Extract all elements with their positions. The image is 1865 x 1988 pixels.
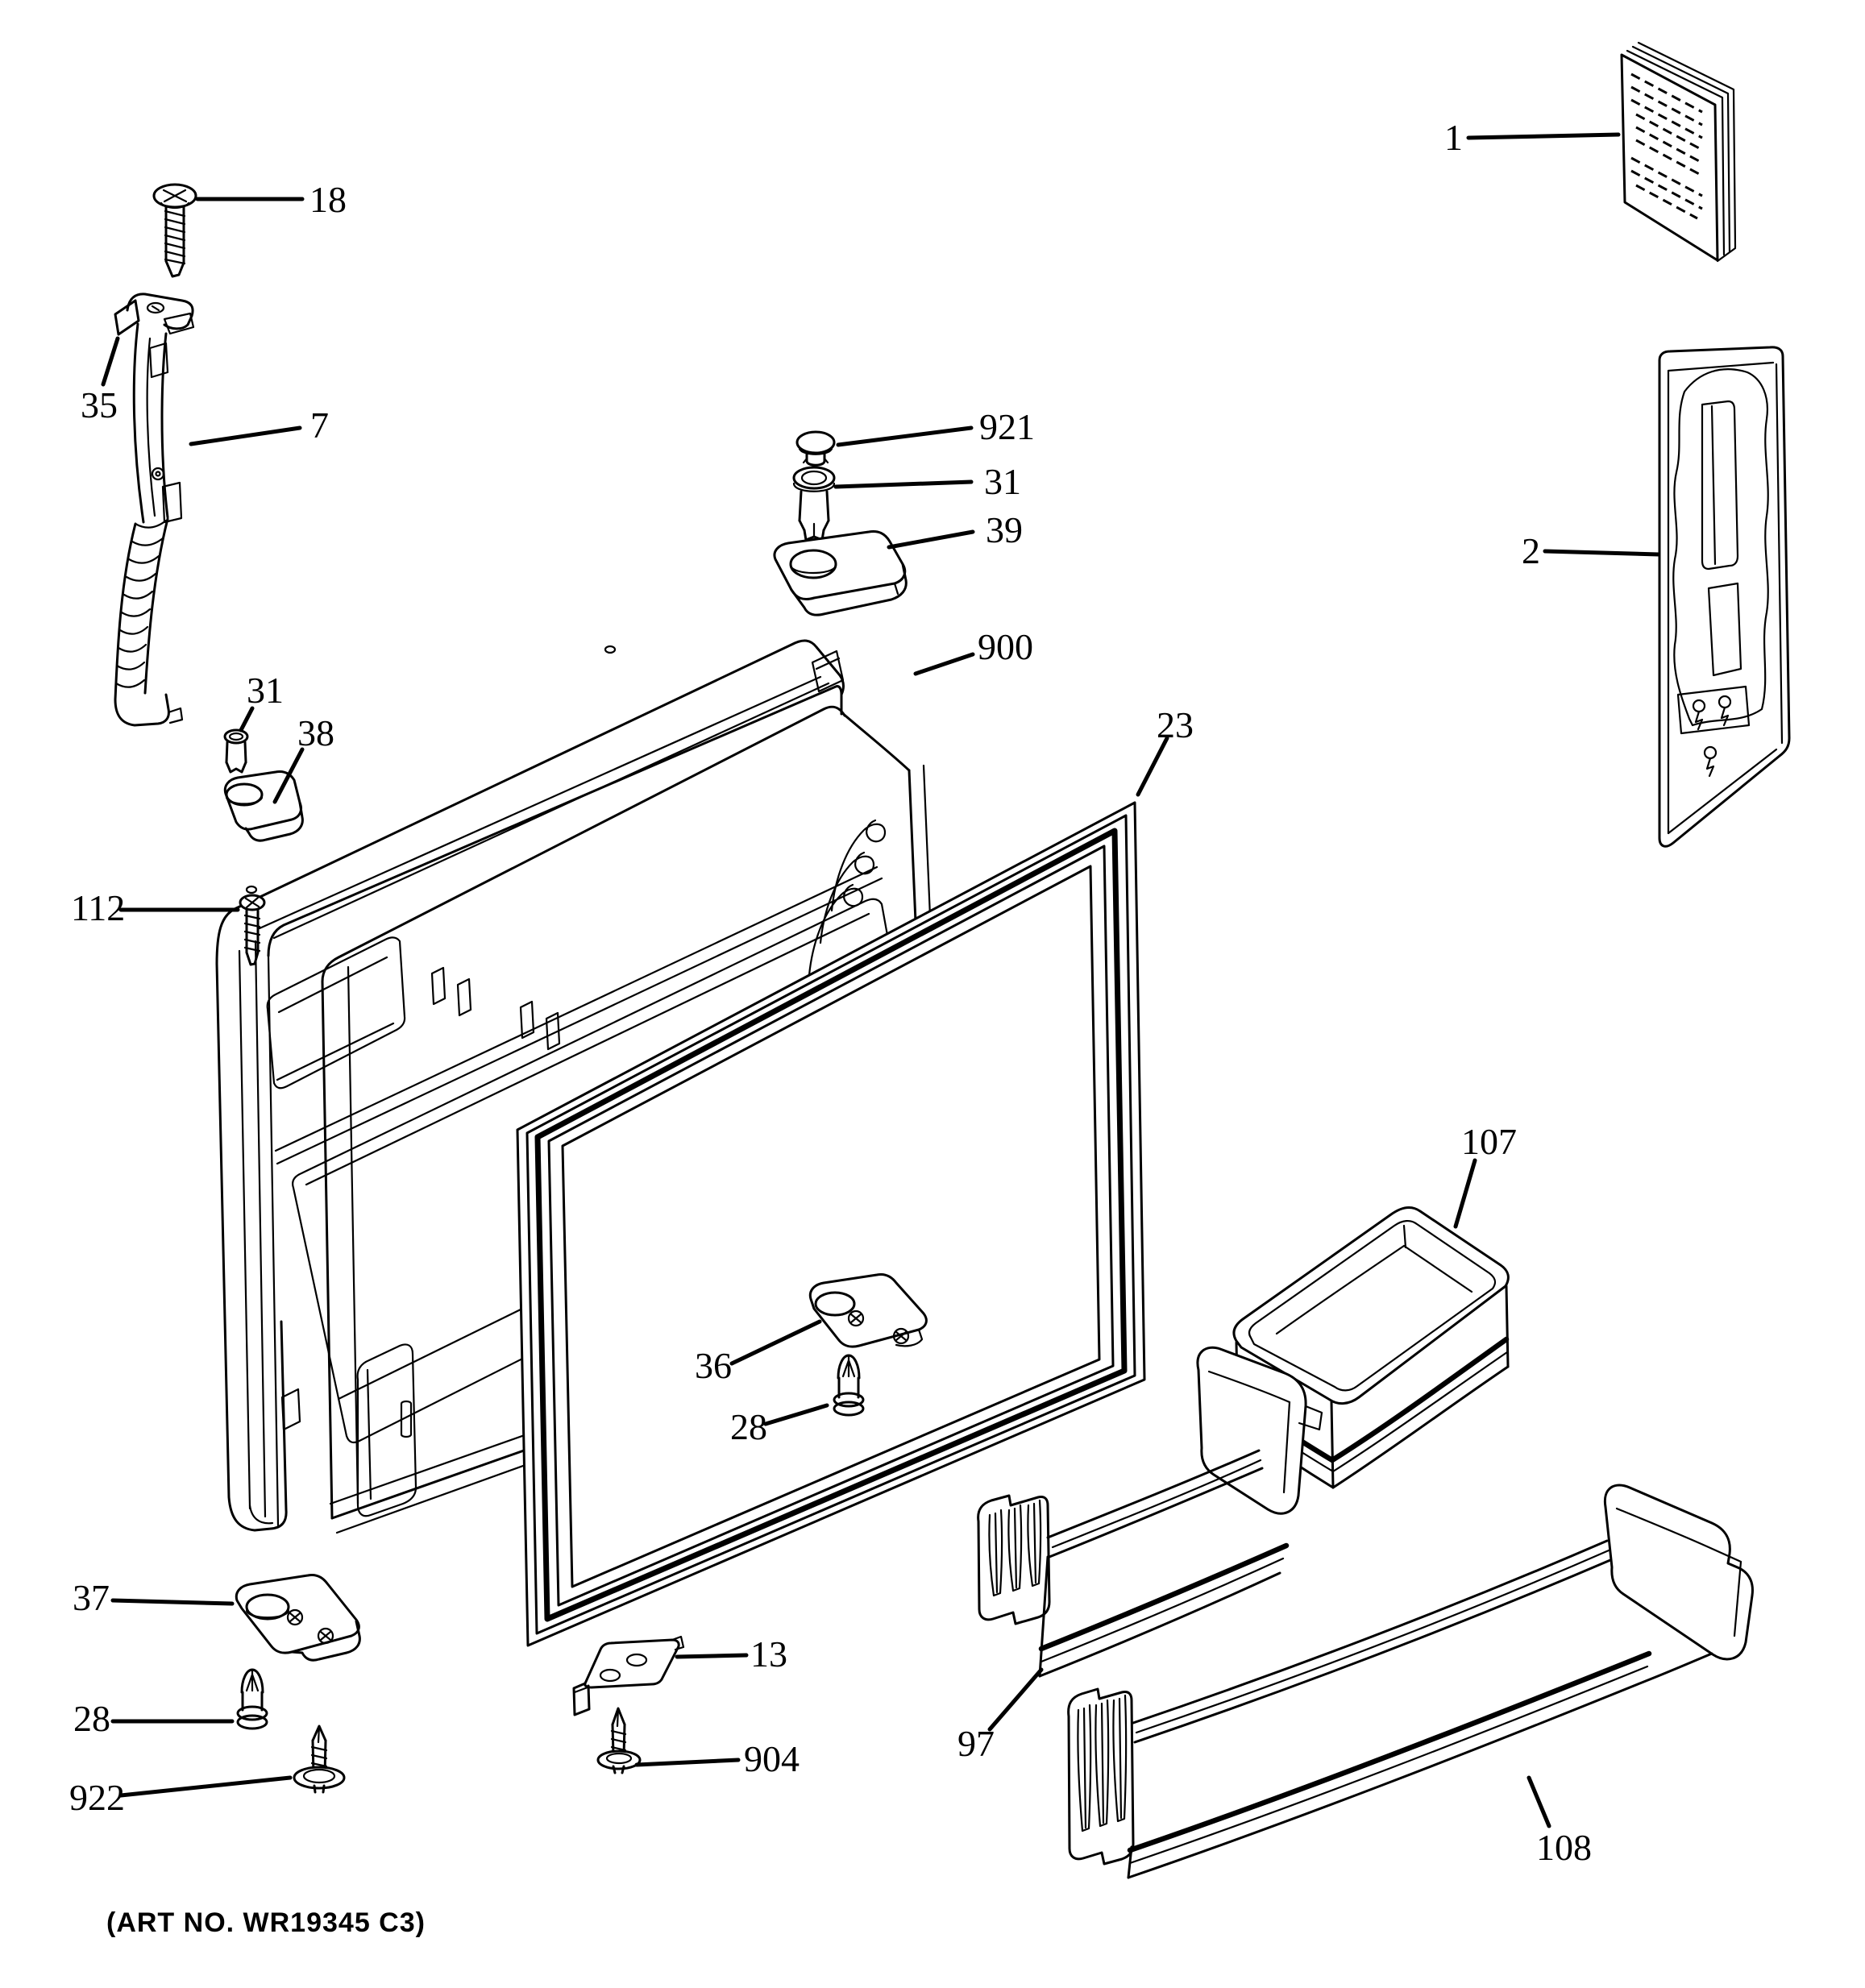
leader-921 (836, 425, 974, 447)
callout-28-middle: 28 (730, 1406, 767, 1447)
callout-38: 38 (297, 712, 334, 753)
part-screw-18 (152, 183, 197, 278)
leader-900 (913, 652, 975, 676)
part-door-shelf-long (1067, 1484, 1754, 1879)
part-push-clip-middle (833, 1354, 865, 1417)
part-screw-904 (596, 1707, 642, 1774)
leader-28-middle (763, 1403, 829, 1426)
art-number: (ART NO. WR19345 C3) (106, 1907, 426, 1938)
leader-904 (634, 1758, 741, 1767)
part-hinge-bar-7 (114, 293, 195, 727)
part-sticker-35 (114, 299, 140, 336)
leader-23 (1136, 736, 1169, 797)
callout-13: 13 (750, 1633, 787, 1675)
callout-2: 2 (1522, 530, 1540, 571)
leader-31-top (833, 479, 974, 489)
leader-37 (110, 1598, 235, 1606)
callout-112: 112 (71, 887, 125, 928)
callout-23: 23 (1157, 704, 1194, 745)
part-bushing-31-left (223, 728, 249, 774)
callout-36: 36 (695, 1345, 732, 1386)
part-rivet-922 (293, 1724, 346, 1794)
leader-13 (675, 1653, 749, 1659)
part-hinge-plate-36 (808, 1273, 928, 1348)
callout-108: 108 (1536, 1827, 1592, 1868)
leader-lines (101, 132, 1661, 1828)
callout-18: 18 (309, 179, 347, 220)
leader-1 (1466, 132, 1621, 140)
leader-39 (887, 529, 975, 550)
callout-922: 922 (69, 1777, 125, 1818)
callout-921: 921 (979, 406, 1035, 447)
callout-1: 1 (1444, 117, 1463, 158)
callout-31-left: 31 (247, 670, 284, 711)
part-bracket-13 (572, 1635, 685, 1716)
callout-28-bottom: 28 (73, 1698, 110, 1739)
leader-35 (101, 336, 120, 387)
callout-107: 107 (1461, 1121, 1517, 1162)
callout-7: 7 (310, 405, 329, 446)
part-door-gasket (516, 801, 1146, 1647)
leader-2 (1543, 549, 1661, 557)
part-plug-button-921 (795, 430, 836, 467)
part-hinge-cap-38 (223, 770, 304, 842)
callout-31-top: 31 (984, 461, 1021, 502)
leader-7 (189, 425, 302, 446)
callout-35: 35 (81, 384, 118, 425)
part-door-shelf-small (977, 1346, 1323, 1678)
callout-labels: 18 35 7 921 31 39 900 23 1 2 31 38 112 3… (69, 117, 1592, 1868)
leader-36 (729, 1319, 822, 1366)
leader-108 (1526, 1775, 1551, 1828)
callout-904: 904 (744, 1738, 800, 1779)
part-screw-112 (239, 894, 266, 966)
leader-107 (1453, 1158, 1477, 1229)
leader-38 (272, 747, 305, 804)
part-bushing-31-top (792, 466, 836, 542)
part-hinge-cap-39 (773, 530, 908, 616)
leader-31-left (239, 706, 255, 733)
part-handle-kit-bag (1658, 346, 1791, 848)
callout-39: 39 (986, 509, 1023, 550)
callout-900: 900 (978, 626, 1033, 667)
leader-922 (118, 1775, 293, 1798)
part-manual-booklet (1620, 41, 1737, 263)
callout-37: 37 (73, 1577, 110, 1618)
part-push-clip-bottom (236, 1668, 268, 1730)
part-hinge-plate-37 (235, 1574, 361, 1662)
callout-97: 97 (957, 1723, 995, 1764)
leader-97 (987, 1667, 1044, 1732)
